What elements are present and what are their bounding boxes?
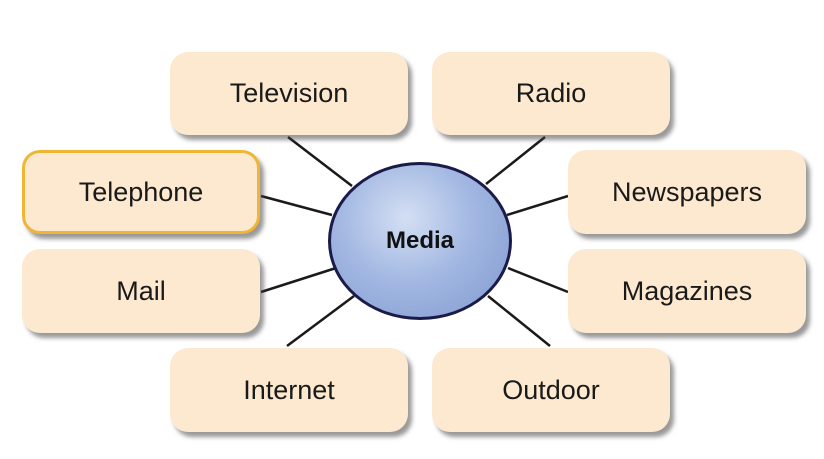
node-television[interactable]: Television [170, 52, 408, 135]
node-radio-label: Radio [515, 78, 587, 108]
node-mail[interactable]: Mail [22, 249, 260, 333]
connector-radio [485, 136, 546, 185]
node-magazines[interactable]: Magazines [568, 249, 806, 333]
connector-mail [260, 266, 337, 294]
connector-outdoor [487, 295, 551, 347]
node-radio[interactable]: Radio [432, 52, 670, 135]
connector-magazines [507, 266, 569, 294]
node-internet[interactable]: Internet [170, 348, 408, 432]
node-newspapers[interactable]: Newspapers [568, 150, 806, 234]
node-newspapers-label: Newspapers [611, 176, 763, 207]
media-hub-label: Media [385, 227, 454, 254]
connector-internet [286, 294, 355, 348]
node-outdoor-label: Outdoor [502, 374, 600, 405]
node-television-label: Television [229, 78, 349, 108]
node-magazines-label: Magazines [621, 275, 753, 306]
connector-television [287, 136, 353, 187]
connector-telephone [260, 194, 333, 217]
node-mail-label: Mail [116, 275, 166, 306]
node-internet-label: Internet [243, 374, 335, 405]
media-hub[interactable]: Media [328, 162, 512, 320]
node-telephone-label: Telephone [78, 176, 204, 207]
node-telephone[interactable]: Telephone [22, 150, 260, 234]
node-outdoor[interactable]: Outdoor [432, 348, 670, 432]
connector-newspapers [506, 194, 569, 217]
